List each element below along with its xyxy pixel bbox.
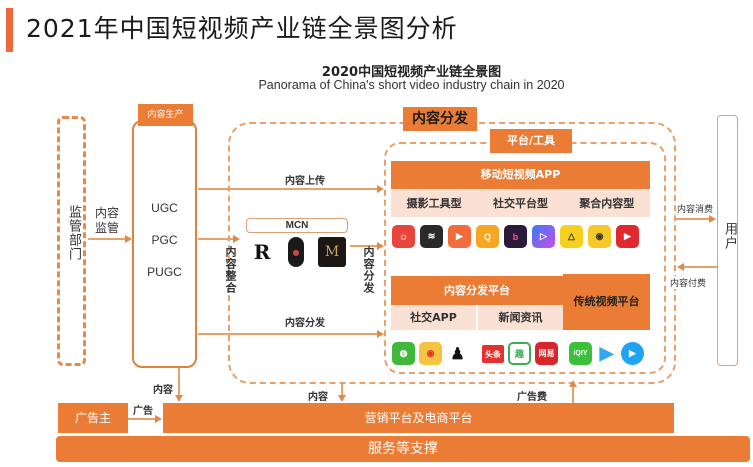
content-production-tag: 内容生产 bbox=[138, 104, 193, 126]
regulation-flow-label: 内容监管 bbox=[95, 206, 120, 235]
user-label: 用户 bbox=[722, 222, 737, 250]
category-social-platform: 社交平台型 bbox=[492, 197, 548, 210]
producer-pugc: PUGC bbox=[147, 265, 182, 279]
social-app-icons: ◍ ◉ ♟ bbox=[392, 342, 469, 365]
arrow-left-icon bbox=[677, 263, 684, 271]
pay-arrow-line bbox=[684, 266, 717, 268]
qutoutiao-icon: 趣 bbox=[508, 342, 531, 365]
regulator-box bbox=[57, 116, 86, 366]
producer-ugc: UGC bbox=[151, 201, 178, 215]
video-camera-app-icon: ▶ bbox=[448, 225, 471, 248]
ad-fee-up-line bbox=[572, 386, 574, 403]
arrow-down-icon bbox=[338, 395, 346, 402]
content-down-label-mid: 内容 bbox=[308, 392, 328, 403]
category-aggregated-content: 聚合内容型 bbox=[579, 197, 635, 210]
pay-flow-label: 内容付费 bbox=[670, 276, 707, 289]
arrow-right-icon bbox=[125, 235, 132, 243]
ad-arrow-line bbox=[128, 418, 156, 420]
integrate-arrow-line bbox=[198, 238, 234, 240]
content-down-line-left bbox=[178, 368, 180, 396]
qc-app-icon: Q bbox=[476, 225, 499, 248]
category-social-app: 社交APP bbox=[410, 311, 457, 324]
regulation-arrow-line bbox=[88, 238, 126, 240]
red-play-app-icon: ▶ bbox=[616, 225, 639, 248]
youku-icon: ▶ bbox=[621, 342, 644, 365]
iqiyi-icon: iQIY bbox=[569, 342, 592, 365]
service-support-bar: 服务等支撑 bbox=[56, 436, 750, 462]
dark-stripe-app-icon: ≋ bbox=[420, 225, 443, 248]
news-app-icons: 头条 趣 网易 bbox=[482, 342, 558, 365]
category-news: 新闻资讯 bbox=[476, 305, 563, 330]
weibo-icon: ◉ bbox=[419, 342, 442, 365]
tencent-video-icon: ▶ bbox=[595, 342, 618, 365]
qq-penguin-icon: ♟ bbox=[446, 342, 469, 365]
lens-app-icon: ◉ bbox=[588, 225, 611, 248]
ad-fee-label: 广告费 bbox=[517, 392, 547, 403]
arrow-up-icon bbox=[569, 380, 577, 387]
traditional-video-platform: 传统视频平台 bbox=[563, 274, 650, 330]
regulator-label: 监管部门 bbox=[66, 205, 81, 261]
content-platform-header: 内容分发平台 bbox=[391, 276, 563, 305]
ad-flow-label: 广告 bbox=[133, 406, 153, 417]
marketing-ecommerce-platform: 营销平台及电商平台 bbox=[163, 403, 674, 433]
category-photo-tool: 摄影工具型 bbox=[406, 197, 462, 210]
arrow-right-icon bbox=[233, 235, 240, 243]
mcn-logo-m-icon: M bbox=[318, 237, 346, 267]
consume-flow-label: 内容消费 bbox=[677, 202, 714, 215]
mobile-app-icons: ☺ ≋ ▶ Q b ▷ △ ◉ ▶ bbox=[392, 225, 639, 248]
title-accent-bar bbox=[6, 8, 13, 52]
netease-news-icon: 网易 bbox=[535, 342, 558, 365]
distribute-arrow-line bbox=[198, 333, 378, 335]
consume-arrow-line bbox=[676, 218, 710, 220]
wechat-icon: ◍ bbox=[392, 342, 415, 365]
mobile-app-categories: 摄影工具型 社交平台型 聚合内容型 bbox=[391, 189, 650, 217]
diagram-title-en: Panorama of China's short video industry… bbox=[258, 78, 565, 92]
b-music-app-icon: b bbox=[504, 225, 527, 248]
arrow-right-icon bbox=[155, 415, 162, 423]
page-title: 2021年中国短视频产业链全景图分析 bbox=[26, 14, 458, 43]
content-platform-categories: 社交APP 新闻资讯 bbox=[391, 305, 563, 330]
producer-pgc: PGC bbox=[151, 233, 178, 247]
mobile-app-header: 移动短视频APP bbox=[391, 161, 650, 189]
toutiao-icon: 头条 bbox=[482, 345, 504, 363]
traditional-video-icons: iQIY ▶ ▶ bbox=[569, 342, 644, 365]
monkey-app-icon: ☺ bbox=[392, 225, 415, 248]
arrow-down-icon bbox=[175, 395, 183, 402]
upload-arrow-line bbox=[198, 188, 378, 190]
arrow-right-icon bbox=[709, 215, 716, 223]
content-down-label-left: 内容 bbox=[153, 385, 173, 396]
mcn-logos: R ● M bbox=[250, 237, 346, 267]
content-down-line-mid bbox=[341, 384, 343, 396]
arrow-right-icon bbox=[377, 242, 384, 250]
mcn-distribute-line bbox=[350, 245, 378, 247]
content-distribution-tag: 内容分发 bbox=[403, 107, 477, 131]
upload-flow-label: 内容上传 bbox=[285, 176, 325, 187]
arrow-right-icon bbox=[377, 185, 384, 193]
mcn-logo-ink-icon: ● bbox=[288, 237, 304, 267]
advertiser-box: 广告主 bbox=[58, 403, 128, 433]
arrow-right-icon bbox=[377, 330, 384, 338]
mcn-logo-r-icon: R bbox=[250, 237, 274, 267]
mcn-label: MCN bbox=[246, 218, 348, 233]
pear-app-icon: △ bbox=[560, 225, 583, 248]
play-gradient-app-icon: ▷ bbox=[532, 225, 555, 248]
mcn-distribute-label: 内容分发 bbox=[362, 246, 375, 294]
diagram-title-cn: 2020中国短视频产业链全景图 bbox=[321, 65, 502, 80]
integrate-flow-label: 内容整合 bbox=[224, 246, 237, 294]
platform-tools-tag: 平台/工具 bbox=[490, 129, 572, 153]
distribute-flow-label: 内容分发 bbox=[285, 318, 325, 329]
user-box bbox=[717, 115, 738, 366]
